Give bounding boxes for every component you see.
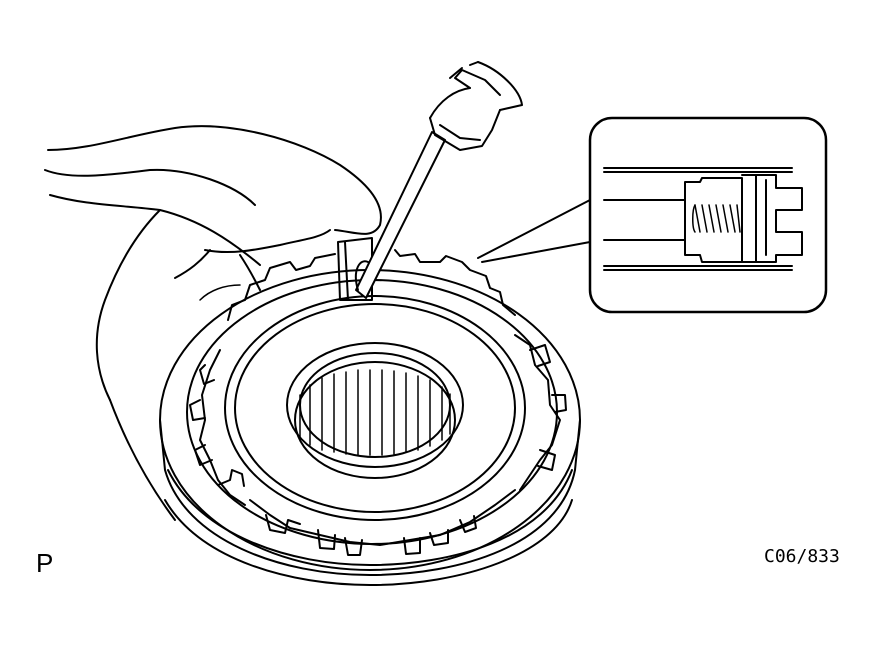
figure-code: C06/833 bbox=[764, 546, 840, 567]
corner-label: P bbox=[36, 548, 54, 578]
hand-illustration bbox=[44, 125, 382, 521]
callout-pointer bbox=[477, 199, 591, 263]
synchronizer-ring bbox=[189, 249, 567, 556]
magnified-detail-callout bbox=[588, 116, 828, 314]
screwdriver-icon bbox=[354, 61, 523, 299]
needle-bearing bbox=[286, 342, 464, 479]
shifting-key bbox=[337, 237, 373, 301]
